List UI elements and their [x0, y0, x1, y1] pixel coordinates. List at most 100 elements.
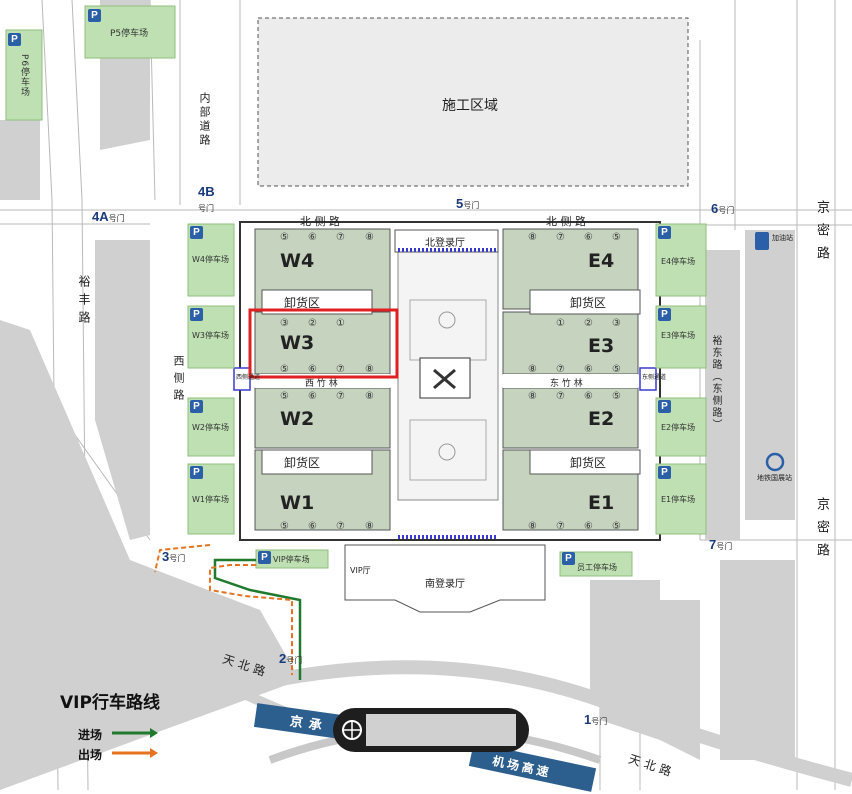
gas-station-icon — [755, 232, 769, 250]
hall-e3-label[interactable]: E3 — [588, 335, 615, 357]
gate-4a-suffix: 号门 — [108, 214, 125, 223]
door-number: ⑤ — [280, 364, 289, 375]
parking-icon: P — [658, 308, 671, 321]
gate-2[interactable]: 2号门 — [279, 651, 302, 666]
east-link-label: 东侧通道 — [642, 374, 667, 381]
door-number: ⑥ — [308, 521, 317, 532]
gate-7[interactable]: 7号门 — [709, 537, 732, 552]
gate-6-num: 6 — [711, 201, 719, 216]
door-number: ⑤ — [280, 232, 289, 243]
parking-e3-label[interactable]: E3停车场 — [661, 331, 696, 340]
door-number: ② — [584, 318, 593, 329]
parking-icon: P — [562, 552, 575, 565]
metro-station-label: 地铁国展站 — [757, 474, 792, 482]
hall-w3-label[interactable]: W3 — [280, 332, 315, 354]
east-bamboo-label: 东 竹 林 — [550, 379, 583, 389]
gate-1-num: 1 — [584, 712, 592, 727]
vip-exit-route — [154, 544, 293, 675]
door-number: ⑥ — [584, 521, 593, 532]
gate-1[interactable]: 1号门 — [584, 712, 607, 727]
hall-e1-label[interactable]: E1 — [588, 492, 615, 514]
gate-6[interactable]: 6号门 — [711, 201, 734, 216]
door-number: ⑦ — [556, 232, 565, 243]
door-number: ⑧ — [365, 364, 374, 375]
parking-icon: P — [190, 308, 203, 321]
north-road-west-label: 北 侧 路 — [300, 215, 340, 228]
yufeng-road-label: 裕丰路 — [77, 275, 91, 329]
gate-3[interactable]: 3号门 — [162, 549, 185, 564]
door-number: ⑥ — [584, 391, 593, 402]
door-number: ⑧ — [528, 232, 537, 243]
parking-w1-label[interactable]: W1停车场 — [192, 495, 229, 504]
hall-e3-area — [502, 311, 639, 375]
parking-icon: P — [658, 466, 671, 479]
door-number: ⑥ — [584, 364, 593, 375]
door-number: ⑥ — [308, 232, 317, 243]
jingmi-road-south-label: 京密路 — [814, 497, 829, 566]
gate-4b-suffix: 号门 — [198, 204, 214, 213]
gas-station-label: 加油站 — [772, 234, 793, 242]
gate-5[interactable]: 5号门 — [456, 196, 479, 211]
legend-title: VIP行车路线 — [60, 693, 160, 713]
hall-e2-label[interactable]: E2 — [588, 408, 615, 430]
gate-4a-num: 4A — [92, 209, 109, 224]
parking-p5-label[interactable]: P5停车场 — [110, 29, 149, 39]
door-number: ⑤ — [612, 364, 621, 375]
south-hall-label: 南登录厅 — [425, 579, 465, 590]
door-number: ⑥ — [308, 391, 317, 402]
vip-enter-route — [213, 558, 302, 680]
gate-4a[interactable]: 4A号门 — [92, 209, 125, 224]
west-bamboo-label: 西 竹 林 — [305, 379, 338, 389]
loading-zone-w1: 卸货区 — [284, 456, 321, 470]
parking-e1-label[interactable]: E1停车场 — [661, 495, 696, 504]
hall-w4-label[interactable]: W4 — [280, 250, 315, 272]
parking-w4-label[interactable]: W4停车场 — [192, 255, 229, 264]
parking-vip-label[interactable]: VIP停车场 — [273, 555, 310, 564]
parking-icon: P — [658, 400, 671, 413]
hall-w3-area — [254, 311, 391, 375]
door-number: ⑦ — [336, 391, 345, 402]
loading-zone-e1: 卸货区 — [570, 456, 607, 470]
door-number: ⑤ — [612, 391, 621, 402]
parking-icon: P — [190, 400, 203, 413]
door-number: ⑥ — [308, 364, 317, 375]
parking-icon: P — [8, 33, 21, 46]
hall-e4-label[interactable]: E4 — [588, 250, 615, 272]
gate-1-suffix: 号门 — [591, 717, 608, 726]
hall-e2-area — [502, 387, 639, 449]
vip-hall-label: VIP厅 — [350, 566, 371, 575]
north-road-east-label: 北 侧 路 — [546, 215, 586, 228]
parking-icon: P — [258, 551, 271, 564]
gate-3-suffix: 号门 — [169, 554, 186, 563]
door-number: ⑧ — [528, 521, 537, 532]
parking-w3-label[interactable]: W3停车场 — [192, 331, 229, 340]
gate-2-suffix: 号门 — [286, 656, 303, 665]
parking-icon: P — [190, 466, 203, 479]
airport-banner — [468, 742, 597, 792]
yudong-road-label: 裕东路（东侧路） — [710, 335, 721, 431]
jingmi-road-north-label: 京密路 — [814, 200, 829, 269]
legend-enter-label: 进场 — [78, 728, 103, 742]
door-number: ⑦ — [336, 232, 345, 243]
hall-w2-area — [254, 387, 391, 449]
parking-p6-label[interactable]: P6停车场 — [19, 54, 29, 98]
parking-e2-label[interactable]: E2停车场 — [661, 423, 696, 432]
north-hall-label: 北登录厅 — [425, 238, 465, 249]
west-link-label: 西侧通道 — [236, 374, 261, 381]
parking-e4-label[interactable]: E4停车场 — [661, 257, 696, 266]
metro-icon — [765, 452, 785, 472]
door-number: ① — [336, 318, 345, 329]
parking-staff-label[interactable]: 员工停车场 — [577, 563, 617, 572]
hall-w1-label[interactable]: W1 — [280, 492, 315, 514]
inner-road-label: 内部道路 — [198, 92, 211, 148]
south-hall-area — [344, 544, 546, 613]
door-number: ③ — [612, 318, 621, 329]
door-number: ⑦ — [556, 391, 565, 402]
parking-w2-label[interactable]: W2停车场 — [192, 423, 229, 432]
hall-w2-label[interactable]: W2 — [280, 408, 315, 430]
door-number: ⑤ — [280, 521, 289, 532]
loading-zone-e4: 卸货区 — [570, 296, 607, 310]
loading-zone-w4: 卸货区 — [284, 296, 321, 310]
